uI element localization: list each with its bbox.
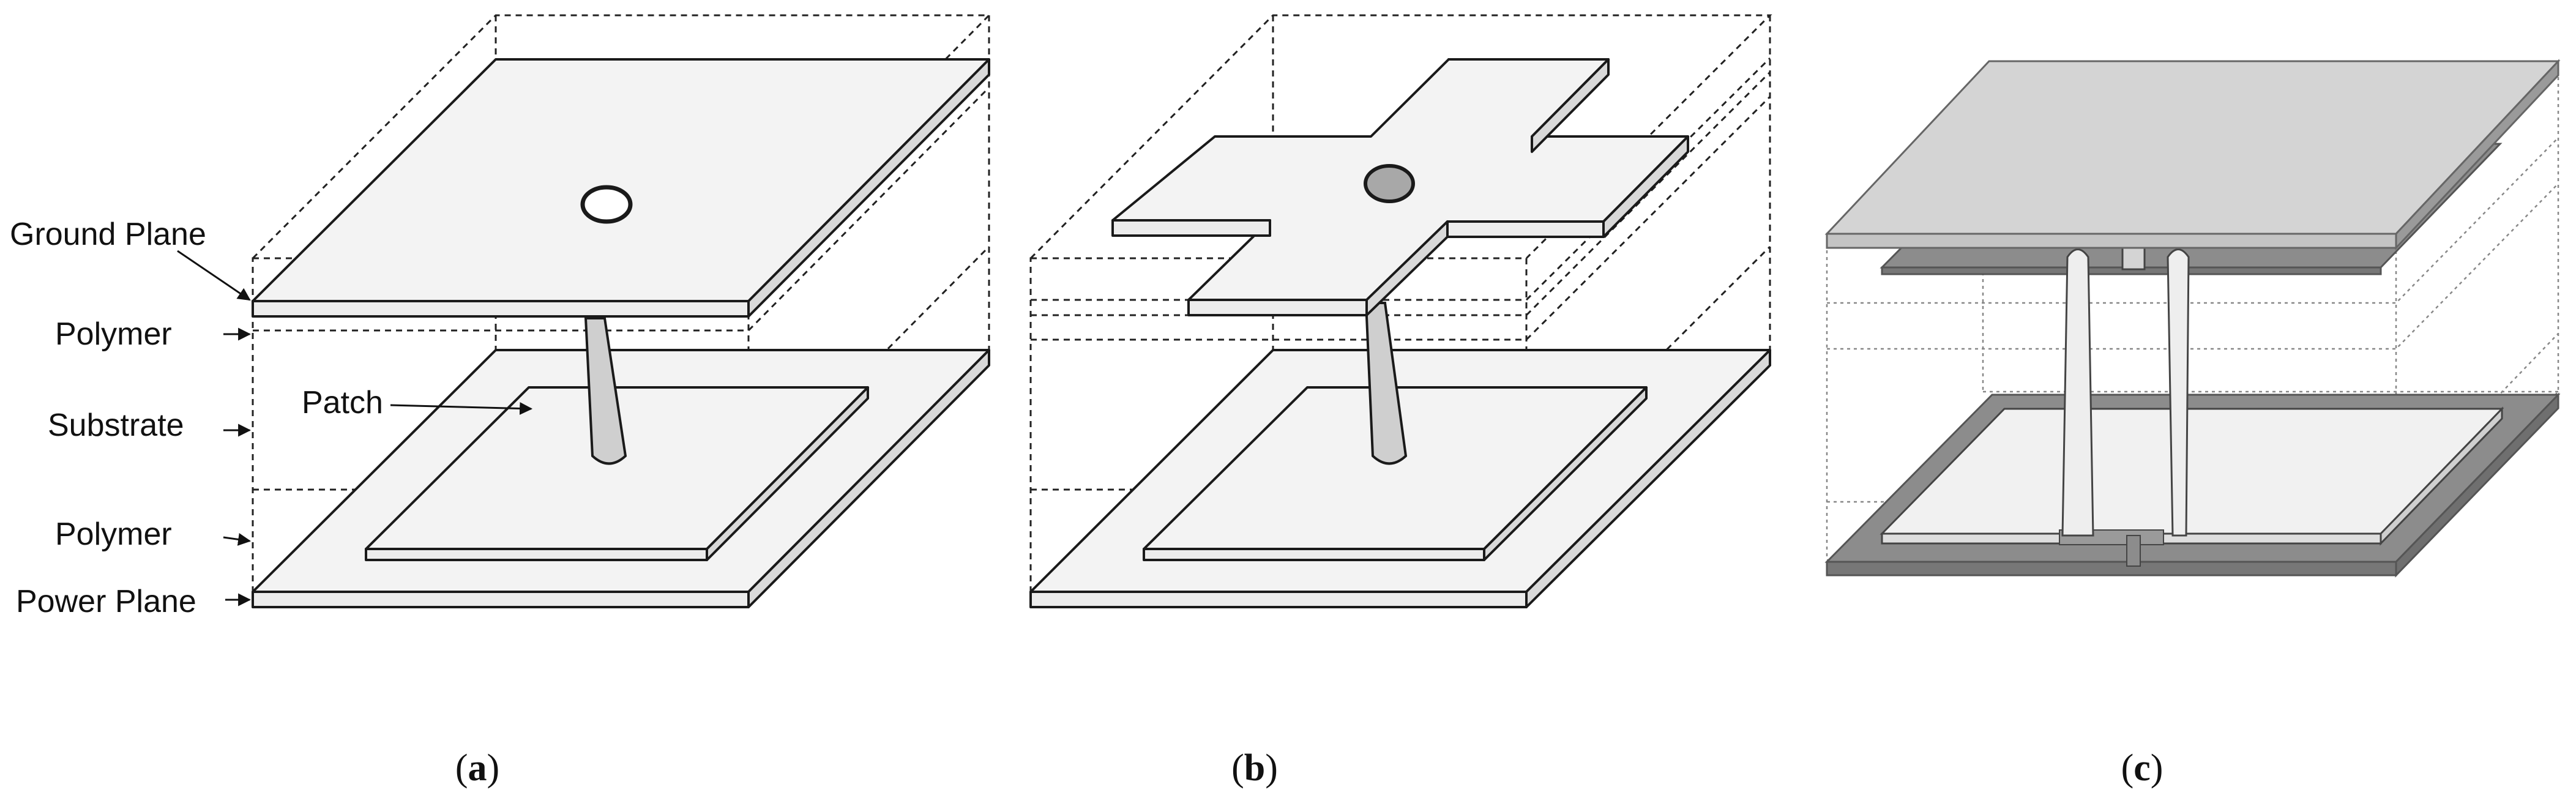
- panel-c-via-right: [2167, 248, 2190, 537]
- arrow-ground-plane: [177, 250, 251, 301]
- label-ground-plane: Ground Plane: [10, 217, 206, 252]
- panel-a-ground-plane: [252, 58, 990, 318]
- panel-a-via-hole: [580, 185, 633, 224]
- panel-a-via: [584, 317, 627, 465]
- panel-a-patch: [365, 386, 869, 561]
- arrow-polymer-bottom: [223, 532, 252, 546]
- panel-b: [1029, 14, 1772, 608]
- panel-c: [1824, 59, 2561, 578]
- caption-b: (b): [1231, 747, 1278, 789]
- panel-c-via-left: [2061, 248, 2094, 537]
- panel-a: Ground Plane Polymer Substrate Patch Pol…: [10, 14, 991, 619]
- arrow-patch: [390, 402, 533, 416]
- panel-c-top-plane: [1824, 59, 2561, 250]
- label-patch: Patch: [302, 385, 383, 420]
- panel-c-vias: [2061, 244, 2190, 567]
- label-substrate: Substrate: [48, 408, 184, 443]
- label-power-plane: Power Plane: [16, 584, 196, 619]
- panel-b-via-hole: [1364, 164, 1415, 203]
- panel-b-via: [1364, 302, 1408, 465]
- caption-a: (a): [455, 747, 499, 789]
- panel-c-patch: [1880, 406, 2504, 546]
- panel-b-patch: [1143, 386, 1648, 561]
- label-polymer-bottom: Polymer: [55, 517, 172, 552]
- panel-b-cross-ground-plane: [1111, 58, 1689, 316]
- label-polymer-top: Polymer: [55, 316, 172, 352]
- caption-c: (c): [2121, 747, 2163, 789]
